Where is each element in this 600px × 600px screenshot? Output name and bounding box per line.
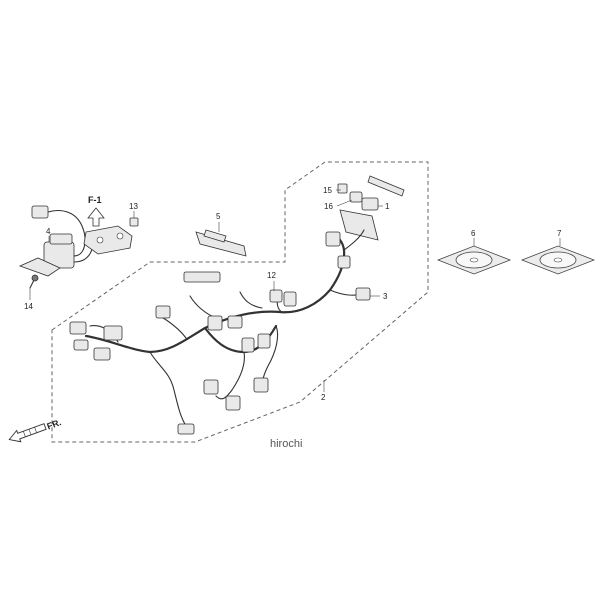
arrow-hatch-3 [34,427,37,433]
part-16-clip [349,191,363,203]
harness-connector-4 [93,347,111,361]
part-4-connector [31,205,49,219]
part-3-grommet [355,287,371,301]
arrow-hatch-2 [28,429,32,435]
harness-connector-5 [155,305,171,319]
gasket-hole-2 [116,232,124,240]
callout-1: 1 [385,202,390,211]
harness-connector-11 [283,291,297,307]
part-7-disc-hole [553,257,563,263]
callout-5: 5 [216,212,221,221]
gasket-plate [83,225,133,255]
harness-branch-h [343,229,365,251]
callout-labels: 15 16 1 3 2 12 5 13 4 14 6 7 [24,186,562,402]
f1-reference-group: F-1 [83,195,139,255]
part-15-clip [337,183,348,194]
callout-4: 4 [46,227,51,236]
leader-lines [29,189,561,392]
direction-label: FR. [46,417,63,431]
harness-branch-e [189,295,217,319]
part-6-disc-pack [436,245,512,275]
harness-branch-j [159,315,187,339]
part-7-disc-pack [520,245,596,275]
harness-connector-1 [69,321,87,335]
harness-connector-8 [227,315,243,329]
part-4-top [49,233,73,245]
callout-13: 13 [129,202,138,211]
part-5-group [195,229,247,257]
part-5-cap [203,229,227,243]
leader-16 [336,199,353,207]
callout-16: 16 [324,202,333,211]
front-direction-marker: FR. [8,417,63,443]
harness-trunk [84,232,346,354]
part-5-body [195,231,247,257]
part-6-disc-hole [469,257,479,263]
callout-12: 12 [267,271,276,280]
callout-15: 15 [323,186,332,195]
harness-connector-10 [257,333,271,349]
harness-connector-17 [337,255,351,269]
protective-tube [367,175,405,197]
harness-connector-14 [253,377,269,393]
harness-branch-f [239,291,263,309]
harness-connector-3 [103,325,123,341]
part-1-connector [361,197,379,211]
front-arrow-icon [8,423,47,443]
part-1-box [339,209,379,241]
callout-14: 14 [24,302,33,311]
harness-connector-9 [241,337,255,353]
harness-connector-6 [183,271,221,283]
part-4-wire [47,209,86,257]
callout-7: 7 [557,229,562,238]
main-wire-harness [69,229,371,435]
callout-3: 3 [383,292,388,301]
harness-connector-16 [325,231,341,247]
harness-branch-b [149,351,187,427]
up-arrow-icon [87,207,105,227]
bolt-14-head [31,274,39,282]
bolt-14-shaft [29,279,35,289]
part-13-clip [129,217,139,227]
harness-branch-c [215,351,245,400]
harness-connector-2 [73,339,89,351]
gasket-hole-1 [96,236,104,244]
watermark-text: hirochi [270,438,302,450]
harness-connector-7 [207,315,223,331]
harness-connector-15 [177,423,195,435]
part-4-group [18,205,94,289]
part-12-connector [269,289,283,303]
part-4-bracket [18,257,61,277]
harness-connector-13 [225,395,241,411]
harness-connector-12 [203,379,219,395]
upper-right-parts [337,175,405,241]
reference-tag: F-1 [88,195,102,205]
assembly-frame [51,161,429,443]
arrow-hatch-1 [23,431,26,437]
callout-6: 6 [471,229,476,238]
callout-2: 2 [321,393,326,402]
